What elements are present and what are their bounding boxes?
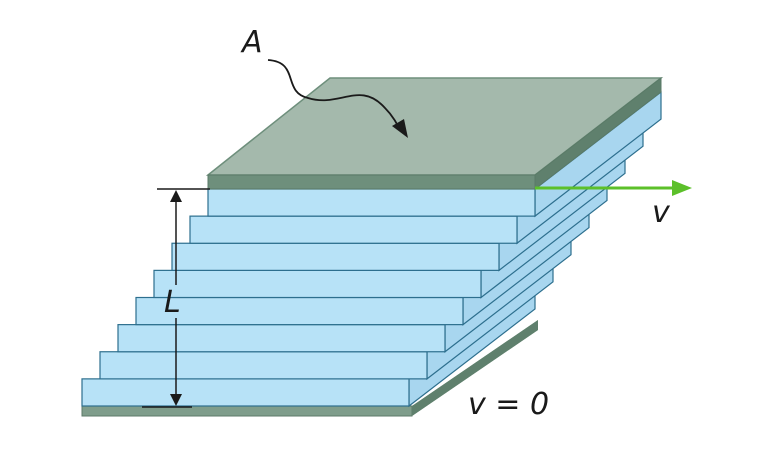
area-pointer	[267, 59, 408, 138]
fluid-layer-face	[153, 269, 482, 299]
fluid-layer	[207, 90, 662, 218]
area-label: A	[240, 25, 263, 60]
fluid-layer	[135, 199, 590, 326]
top-plate	[205, 76, 664, 191]
fluid-layer-face	[135, 296, 464, 326]
velocity-label: v	[652, 195, 671, 230]
fluid-layer-face	[207, 188, 536, 217]
fluid-layer-face	[99, 351, 428, 380]
fluid-layer-face	[189, 215, 518, 244]
bottom-velocity-label: v = 0	[468, 387, 549, 422]
length-dimension	[142, 188, 210, 408]
fluid-layer-face	[117, 324, 446, 353]
fluid-layer-face	[171, 242, 500, 271]
fluid-layers	[81, 90, 662, 408]
length-label: L	[164, 285, 181, 320]
fluid-layer-face	[81, 378, 410, 407]
velocity-arrow	[535, 180, 692, 196]
